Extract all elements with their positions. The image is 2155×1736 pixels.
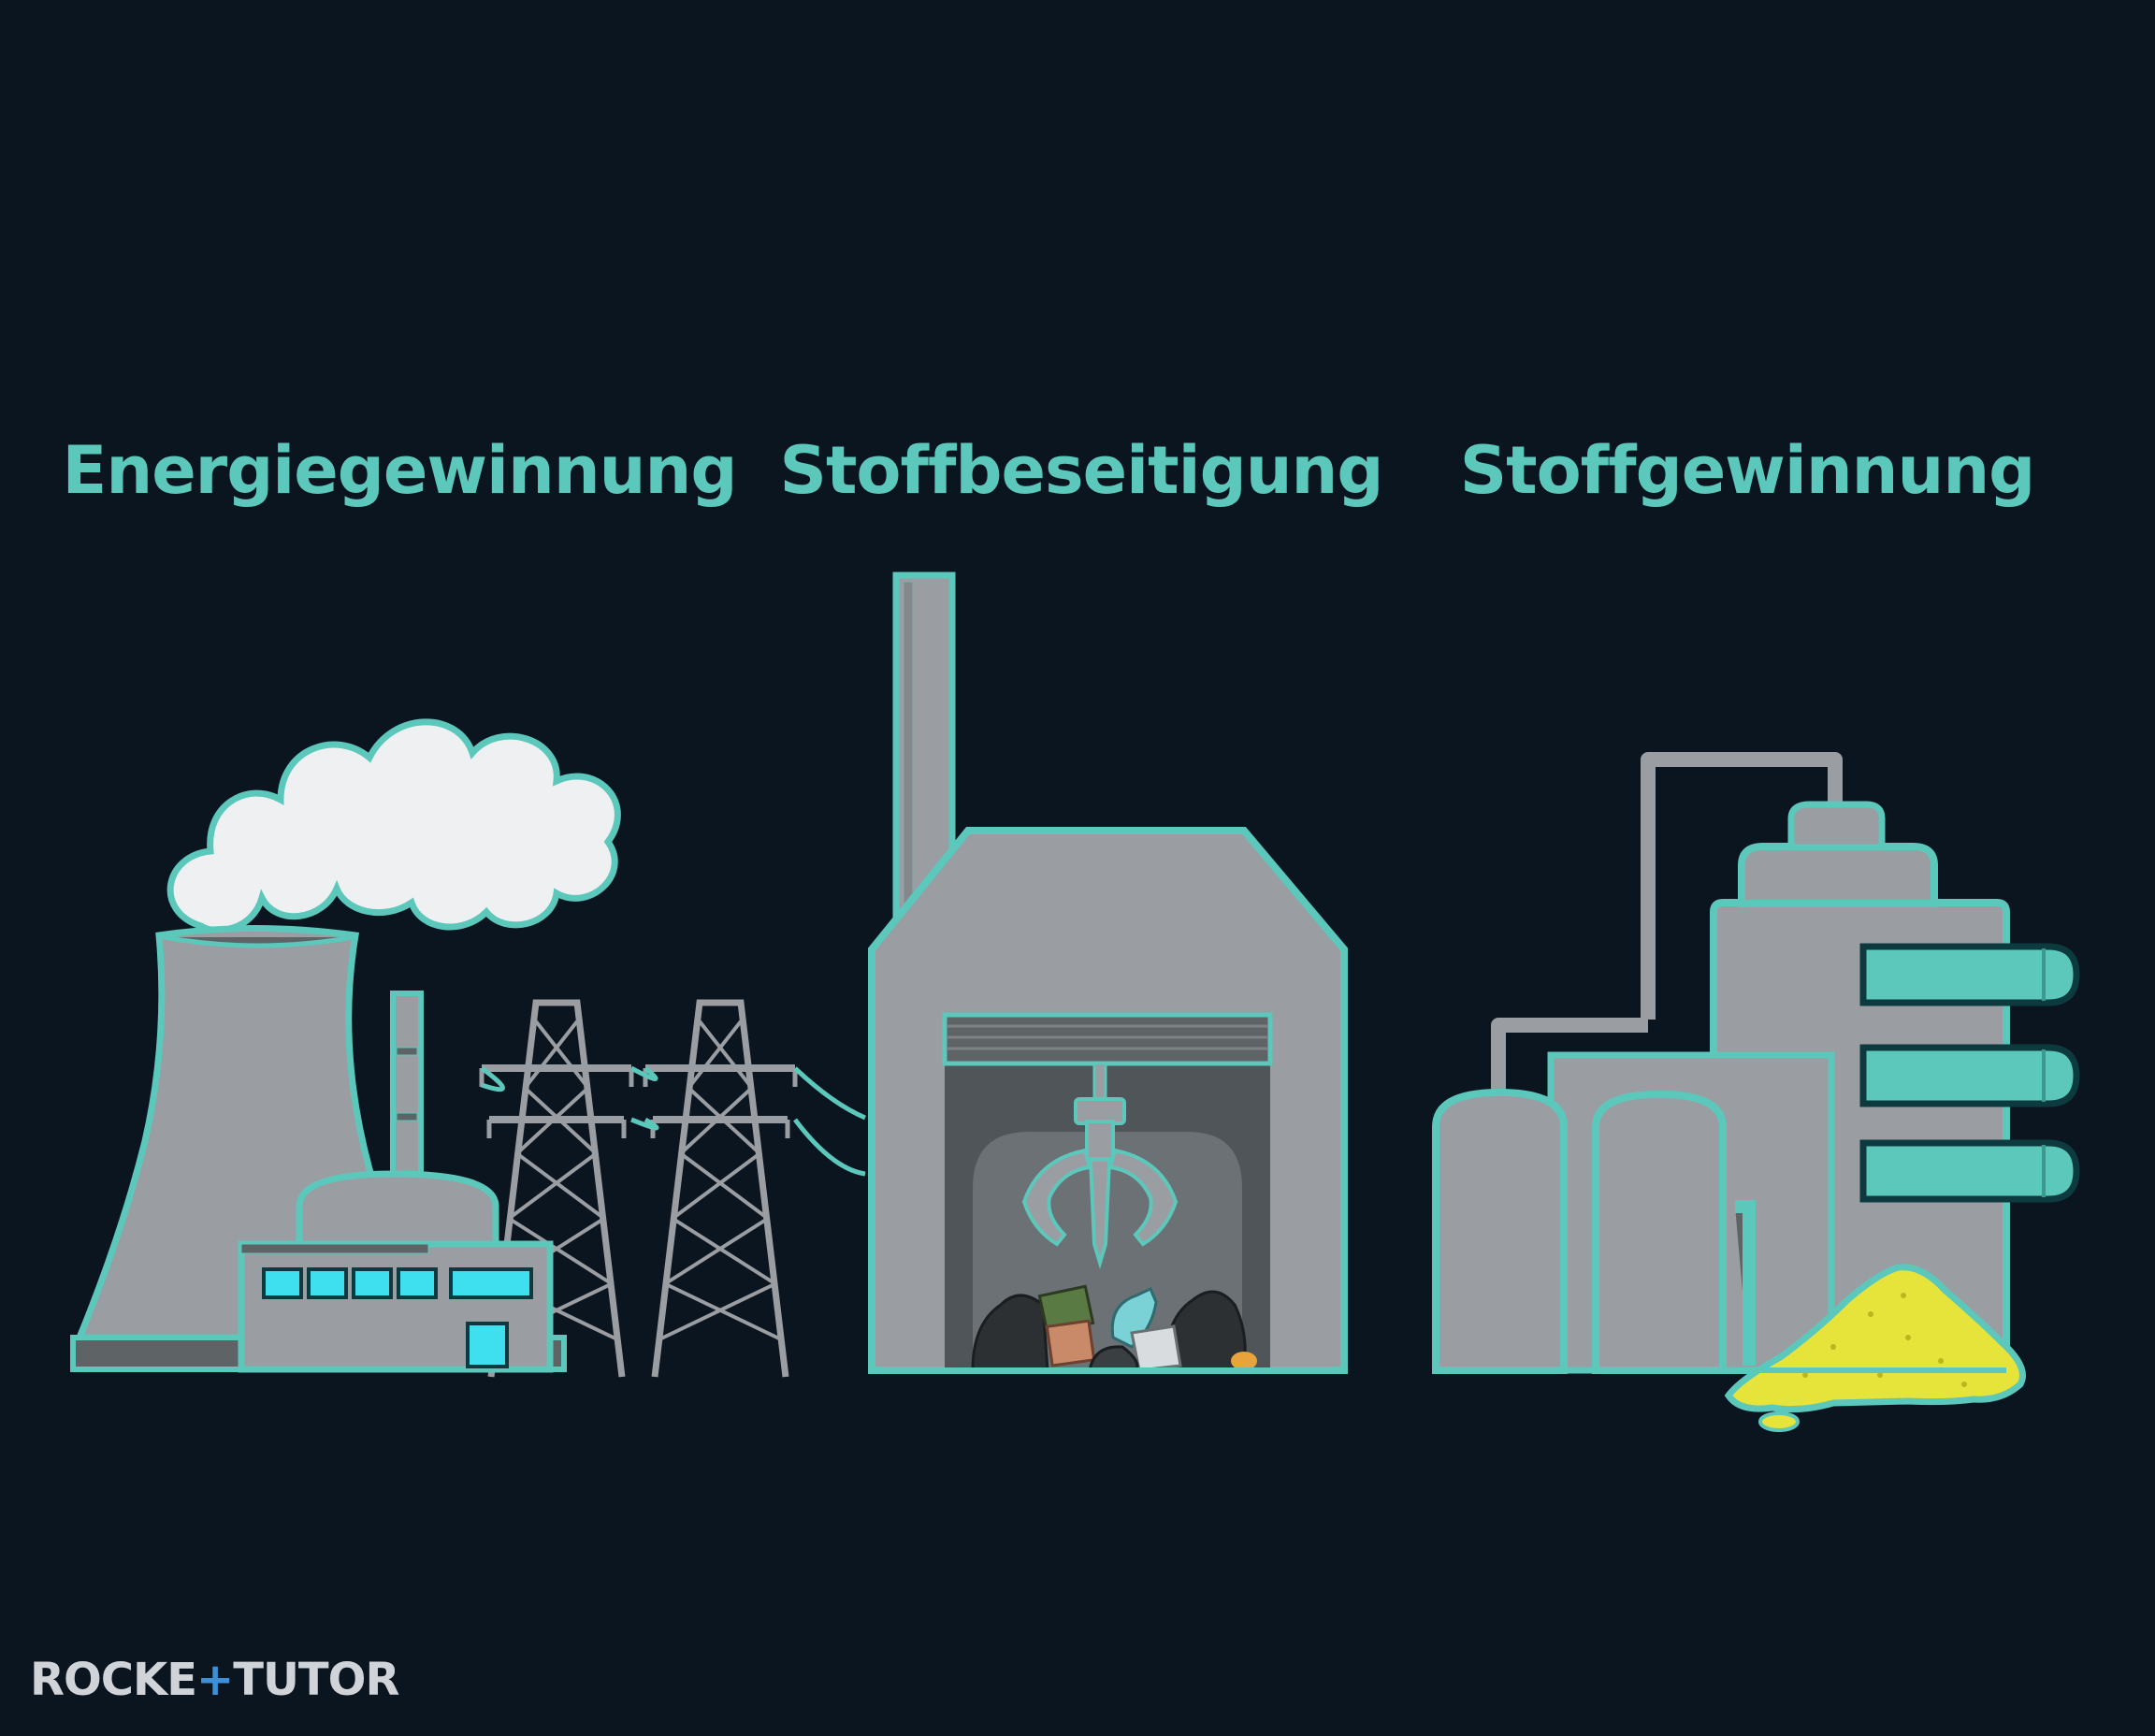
waste-pile <box>971 1284 1257 1372</box>
chimney <box>390 991 424 1200</box>
crane-grab-icon <box>1021 1062 1179 1269</box>
label-stoffgewinnung: Stoffgewinnung <box>1459 432 2036 509</box>
left-pipe <box>1491 1018 1648 1113</box>
steam-cloud <box>166 718 621 934</box>
label-energiegewinnung: Energiegewinnung <box>62 432 738 509</box>
rocketutor-logo: ROCKE+TUTOR <box>30 1654 399 1706</box>
power-plant <box>70 718 866 1377</box>
logo-part-2: TUTOR <box>233 1654 399 1706</box>
column-cap <box>1787 801 1886 851</box>
power-pylon-2 <box>645 1003 795 1377</box>
sulfur-pile-icon <box>1724 1264 2026 1413</box>
reactor-dome <box>296 1170 499 1257</box>
recovery-plant <box>1432 752 2080 1432</box>
label-stoffbeseitigung: Stoffbeseitigung <box>779 432 1384 509</box>
top-pipe <box>1641 752 1843 1020</box>
incineration-plant <box>868 571 1348 1374</box>
left-tank <box>1432 1088 1568 1374</box>
logo-cross-icon: + <box>195 1654 234 1706</box>
building-windows <box>262 1267 533 1368</box>
logo-part-1: ROCKE <box>30 1654 197 1706</box>
middle-tank <box>1592 1090 1727 1374</box>
teal-pipes <box>1859 943 2080 1203</box>
column-top <box>1738 843 1938 907</box>
shutter <box>942 1012 1273 1066</box>
